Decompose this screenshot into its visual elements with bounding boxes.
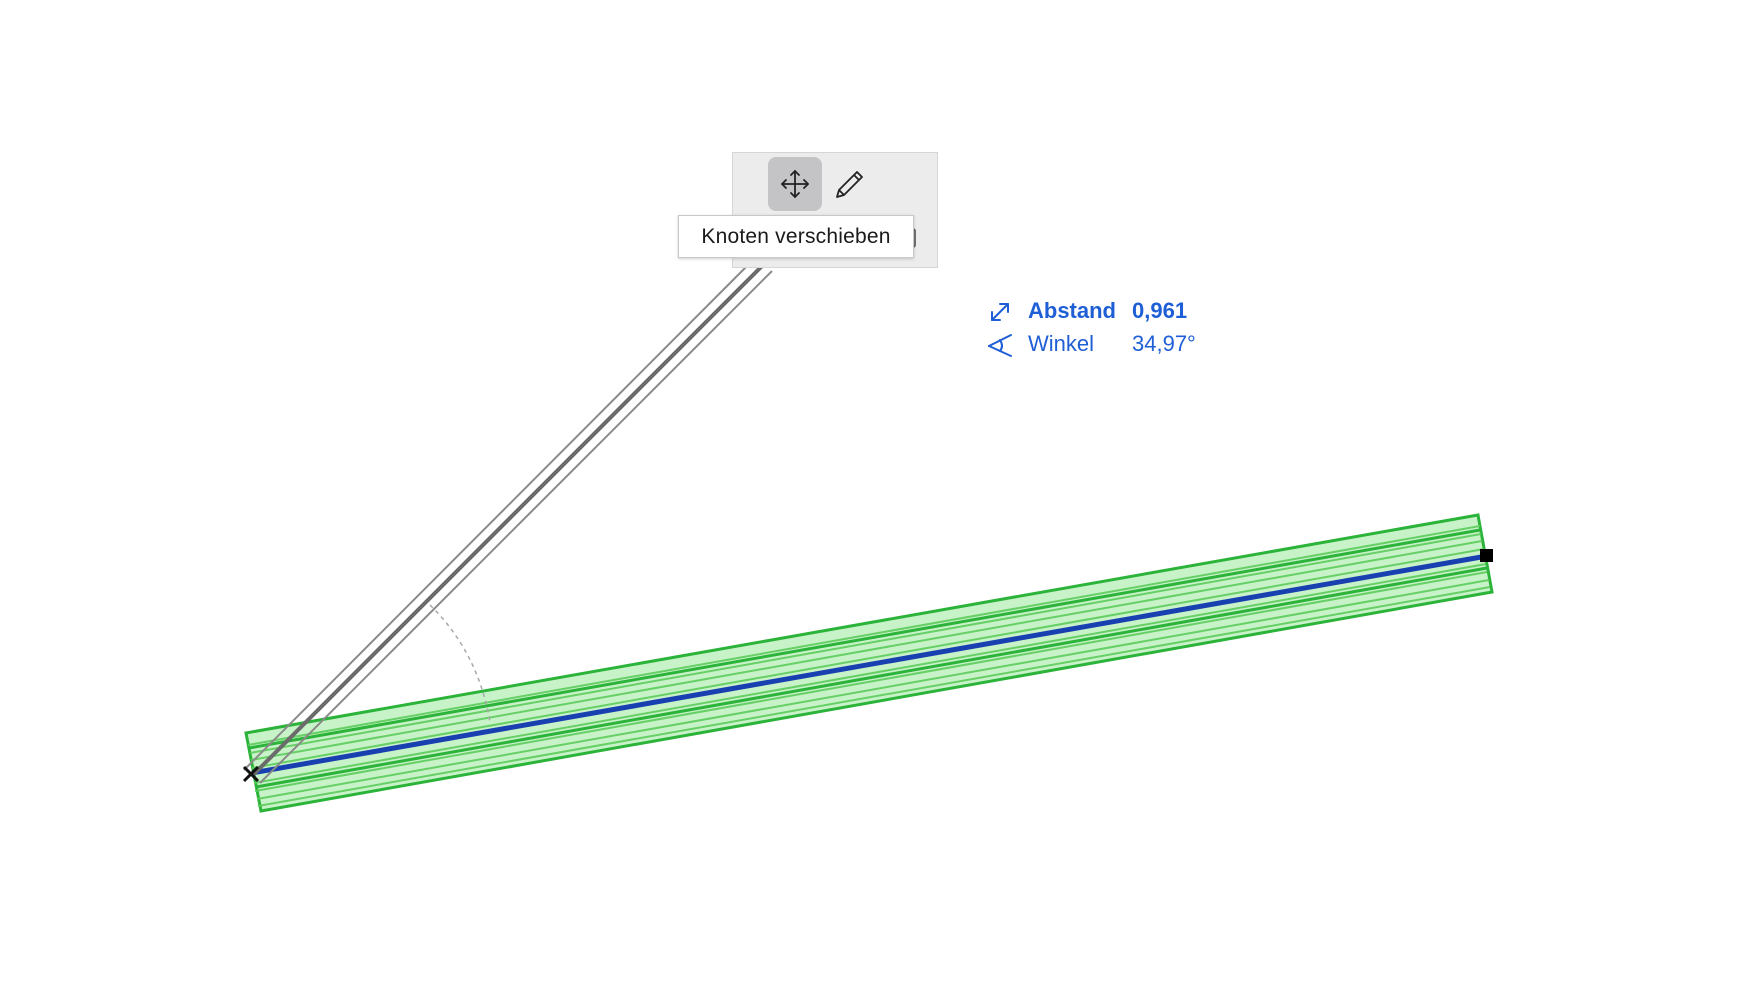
tooltip: Knoten verschieben	[678, 215, 914, 258]
angle-row: Winkel 34,97°	[986, 329, 1246, 359]
move-node-button[interactable]	[768, 157, 822, 211]
angle-value: 34,97°	[1132, 331, 1196, 356]
preview-segment	[243, 257, 773, 784]
angle-arc	[429, 604, 491, 723]
angle-label: Winkel	[1028, 331, 1095, 356]
distance-value: 0,961	[1132, 298, 1188, 323]
edit-node-button[interactable]	[822, 157, 876, 211]
diagonal-arrow-icon	[991, 303, 1009, 321]
distance-label: Abstand	[1028, 298, 1116, 323]
pencil-icon	[836, 171, 863, 198]
angle-icon	[988, 334, 1012, 357]
start-node-marker[interactable]	[242, 765, 260, 783]
wall-centerline	[251, 553, 1488, 776]
end-node-handle[interactable]	[1480, 549, 1493, 562]
move-arrows-icon	[781, 170, 809, 198]
distance-row: Abstand 0,961	[986, 296, 1246, 326]
